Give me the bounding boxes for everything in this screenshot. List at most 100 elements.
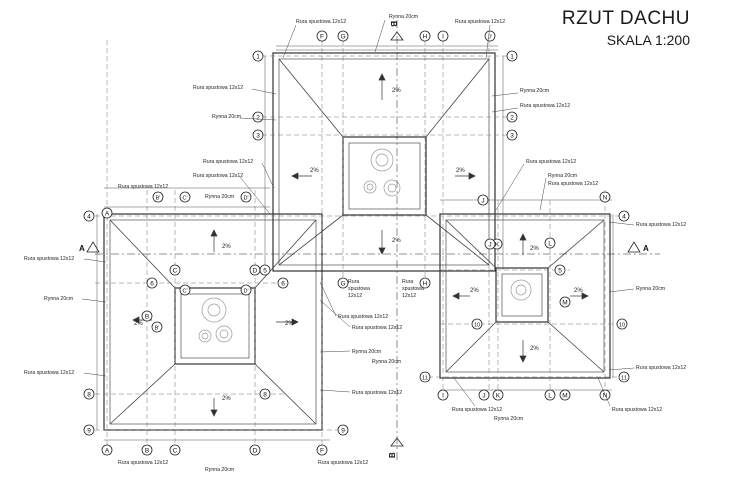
drawing-title-block: RZUT DACHU SKALA 1:200	[562, 8, 690, 48]
grid-axis-label: 6	[281, 280, 285, 287]
grid-axis-label: B	[145, 447, 149, 454]
grid-axis-circle	[141, 310, 153, 322]
downpipe-label: Rura spustowa 12x12	[636, 222, 686, 228]
downpipe-label: Rura spustowa 12x12	[203, 159, 253, 165]
grid-axis-bubble: I	[437, 30, 449, 42]
grid-axis-bubble: A	[101, 207, 113, 219]
grid-axis-bubble: 10	[616, 318, 628, 330]
slope-label: 2%	[470, 288, 479, 294]
grid-axis-bubble: F	[316, 30, 328, 42]
grid-axis-circle	[599, 389, 611, 401]
grid-axis-circle	[101, 444, 113, 456]
grid-axis-bubble: L	[544, 237, 556, 249]
grid-axis-label: 9	[87, 427, 91, 434]
grid-axis-bubble: L	[544, 389, 556, 401]
grid-axis-bubble: D	[249, 444, 261, 456]
grid-axis-label: G	[340, 33, 345, 40]
grid-axis-bubble: 3	[252, 129, 264, 141]
grid-axis-label: 4	[87, 213, 91, 220]
grid-axis-circle	[83, 388, 95, 400]
grid-axis-circle	[83, 210, 95, 222]
downpipe-label: Rura spustowa 12x12	[24, 256, 74, 262]
grid-axis-circle	[179, 191, 191, 203]
section-b-bottom-triangle	[390, 437, 404, 447]
slope-label: 2%	[310, 168, 319, 174]
downpipe-label: Rura spustowa 12x12	[612, 407, 662, 413]
grid-axis-label: J	[481, 197, 484, 204]
downpipe-label: Rura spustowa 12x12	[318, 460, 368, 466]
gutter-label: Rynna 20cm	[636, 286, 665, 292]
grid-axis-bubble: J	[478, 389, 490, 401]
slope-label: 2%	[222, 396, 231, 402]
hip-lines	[109, 58, 605, 425]
grid-axis-label: N	[603, 392, 608, 399]
section-markers	[86, 20, 660, 460]
grid-axis-label: C'	[182, 195, 187, 201]
slope-label: 2%	[134, 321, 143, 327]
grid-axis-label: I	[442, 33, 444, 40]
grid-axis-bubble: N	[599, 191, 611, 203]
grid-axis-label: D	[253, 267, 258, 274]
grid-axis-bubble: J	[484, 238, 496, 250]
grid-axis-label: 11	[422, 375, 428, 381]
grid-axis-circle	[151, 321, 163, 333]
grid-axis-circle	[554, 264, 566, 276]
grid-axis-bubble: H	[419, 30, 431, 42]
grid-axis-bubble: C	[169, 444, 181, 456]
gutter-label: Rynna 20cm	[205, 467, 234, 473]
downpipe-label: Rura spustowa 12x12	[352, 390, 402, 396]
upper-roof-inner	[278, 58, 490, 266]
grid-axis-label: M	[562, 392, 567, 399]
gutter-label: Rynna 20cm	[548, 173, 577, 179]
grid-axis-bubble: K	[492, 389, 504, 401]
grid-axis-circle	[506, 129, 518, 141]
gutter-label: Rynna 20cm	[352, 349, 381, 355]
grid-axis-label: L	[548, 392, 552, 399]
grid-axis-label: A	[105, 447, 110, 454]
grid-axis-label: 2	[510, 114, 514, 121]
grid-axis-label: A	[105, 210, 110, 217]
grid-axis-circle	[240, 191, 252, 203]
grid-axis-bubble: 1	[506, 50, 518, 62]
skylight-left	[174, 287, 256, 365]
gutter-label: Rynna 20cm	[372, 359, 401, 365]
grid-axis-bubble: N	[599, 389, 611, 401]
left-roof-inner	[109, 219, 317, 425]
grid-axis-label: G	[340, 280, 345, 287]
grid-axis-circle	[599, 191, 611, 203]
right-roof-outline	[439, 213, 611, 379]
drawing-scale: SKALA 1:200	[606, 32, 690, 48]
leader-lines	[81, 19, 635, 407]
grid-axis-label: 4	[622, 213, 626, 220]
grid-axis-circle	[259, 388, 271, 400]
grid-axis-label: K	[496, 392, 501, 399]
downpipe-label: spustowa	[348, 286, 370, 292]
downpipe-label: Rura spustowa 12x12	[636, 365, 686, 371]
grid-axis-bubble: J'	[484, 30, 496, 42]
grid-axis-bubble: 8	[259, 388, 271, 400]
grid-lines	[95, 40, 625, 455]
grid-axis-circle	[478, 389, 490, 401]
downpipe-label: Rura	[348, 279, 359, 285]
roof-outlines	[103, 52, 611, 431]
grid-axis-circle	[484, 238, 496, 250]
grid-axis-bubble: 2	[506, 111, 518, 123]
grid-axis-circle	[141, 444, 153, 456]
grid-axis-label: K	[495, 241, 500, 248]
grid-axis-bubble: 5	[554, 264, 566, 276]
upper-roof-outline	[272, 52, 496, 272]
grid-axis-circle	[437, 389, 449, 401]
gutter-label: Rynna 20cm	[212, 114, 241, 120]
downpipe-label: 12x12	[402, 293, 416, 299]
skylight-upper	[342, 136, 427, 216]
grid-axis-bubble: 9	[83, 424, 95, 436]
grid-axis-label: 5	[263, 267, 267, 274]
grid-axis-bubble: 3	[506, 129, 518, 141]
grid-axis-label: 10	[619, 322, 625, 328]
grid-axis-circle	[146, 277, 158, 289]
grid-axis-label: C	[173, 447, 178, 454]
grid-axis-bubble: B	[141, 310, 153, 322]
downpipe-label: Rura spustowa 12x12	[455, 19, 505, 25]
downpipe-label: spustowa	[402, 286, 424, 292]
grid-axis-circle	[419, 30, 431, 42]
